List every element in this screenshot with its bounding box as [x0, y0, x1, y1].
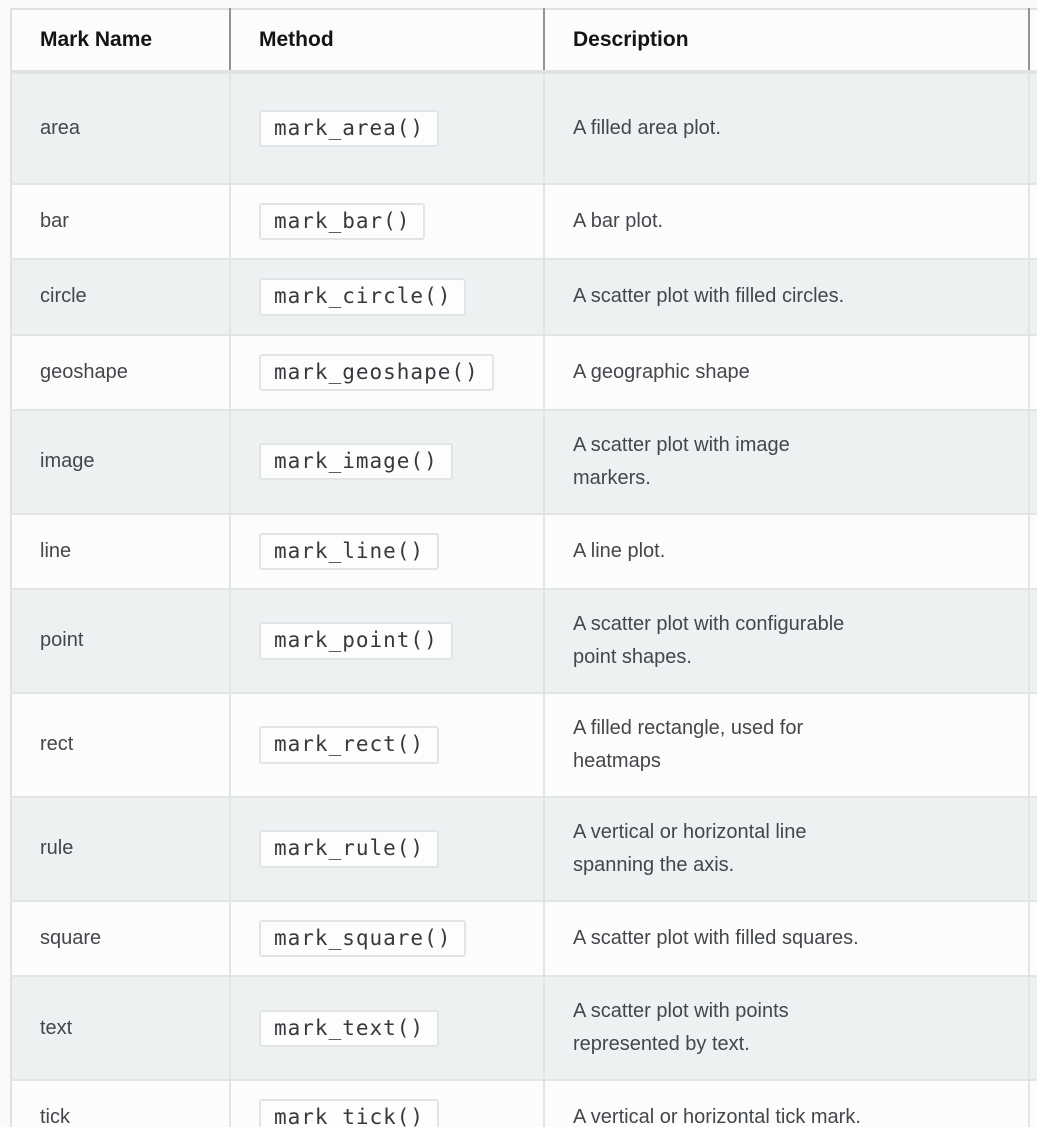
- method-cell: mark_image(): [229, 408, 544, 514]
- method-cell: mark_bar(): [229, 183, 544, 260]
- method-code-link[interactable]: mark_bar(): [259, 203, 426, 241]
- method-code-link[interactable]: mark_circle(): [259, 278, 467, 316]
- truncated-cell: [1028, 333, 1037, 410]
- truncated-cell: [1028, 975, 1037, 1081]
- truncated-cell: [1028, 899, 1037, 977]
- table-row: rule mark_rule() A vertical or horizonta…: [11, 795, 1037, 901]
- description-cell: A filled area plot.: [543, 70, 1029, 185]
- truncated-cell: [1028, 587, 1037, 693]
- description-cell: A bar plot.: [543, 183, 1029, 260]
- table-row: tick mark_tick() A vertical or horizonta…: [11, 1079, 1037, 1127]
- method-code-link[interactable]: mark_rule(): [259, 830, 440, 868]
- mark-name-cell: circle: [11, 258, 230, 335]
- truncated-cell: [1028, 795, 1037, 901]
- method-code-link[interactable]: mark_area(): [259, 110, 440, 148]
- description-cell: A filled rectangle, used for heatmaps: [543, 691, 1029, 797]
- method-code-link[interactable]: mark_point(): [259, 622, 453, 660]
- description-cell: A vertical or horizontal tick mark.: [543, 1079, 1029, 1127]
- method-cell: mark_point(): [229, 587, 544, 693]
- table-row: area mark_area() A filled area plot.: [11, 70, 1037, 185]
- table-row: circle mark_circle() A scatter plot with…: [11, 258, 1037, 335]
- table-body: area mark_area() A filled area plot. bar…: [11, 70, 1037, 1127]
- mark-name-cell: bar: [11, 183, 230, 260]
- method-cell: mark_line(): [229, 512, 544, 589]
- method-code-link[interactable]: mark_image(): [259, 443, 453, 481]
- table-row: square mark_square() A scatter plot with…: [11, 899, 1037, 977]
- truncated-cell: [1028, 512, 1037, 589]
- method-code-link[interactable]: mark_text(): [259, 1009, 440, 1047]
- description-cell: A scatter plot with image markers.: [543, 408, 1029, 514]
- truncated-cell: [1028, 258, 1037, 335]
- table-row: line mark_line() A line plot.: [11, 512, 1037, 589]
- truncated-cell: [1028, 408, 1037, 514]
- method-cell: mark_area(): [229, 70, 544, 185]
- column-header-description: Description: [543, 9, 1029, 74]
- method-code-link[interactable]: mark_tick(): [259, 1099, 440, 1127]
- method-code-link[interactable]: mark_line(): [259, 532, 440, 570]
- truncated-cell: [1028, 183, 1037, 260]
- truncated-cell: [1028, 691, 1037, 797]
- description-cell: A scatter plot with filled squares.: [543, 899, 1029, 977]
- method-cell: mark_tick(): [229, 1079, 544, 1127]
- description-cell: A geographic shape: [543, 333, 1029, 410]
- description-cell: A scatter plot with filled circles.: [543, 258, 1029, 335]
- mark-name-cell: text: [11, 975, 230, 1081]
- column-header-truncated: [1028, 9, 1037, 74]
- header-row: Mark Name Method Description: [11, 9, 1037, 74]
- description-cell: A scatter plot with points represented b…: [543, 975, 1029, 1081]
- method-code-link[interactable]: mark_geoshape(): [259, 353, 494, 391]
- description-cell: A line plot.: [543, 512, 1029, 589]
- table-row: text mark_text() A scatter plot with poi…: [11, 975, 1037, 1081]
- mark-name-cell: square: [11, 899, 230, 977]
- description-cell: A vertical or horizontal line spanning t…: [543, 795, 1029, 901]
- method-cell: mark_square(): [229, 899, 544, 977]
- description-cell: A scatter plot with configurable point s…: [543, 587, 1029, 693]
- table-row: geoshape mark_geoshape() A geographic sh…: [11, 333, 1037, 410]
- column-header-method: Method: [229, 9, 544, 74]
- table-row: bar mark_bar() A bar plot.: [11, 183, 1037, 260]
- method-cell: mark_circle(): [229, 258, 544, 335]
- mark-name-cell: rule: [11, 795, 230, 901]
- table-row: point mark_point() A scatter plot with c…: [11, 587, 1037, 693]
- mark-name-cell: tick: [11, 1079, 230, 1127]
- mark-name-cell: area: [11, 70, 230, 185]
- mark-name-cell: geoshape: [11, 333, 230, 410]
- method-cell: mark_geoshape(): [229, 333, 544, 410]
- method-code-link[interactable]: mark_square(): [259, 919, 467, 958]
- truncated-cell: [1028, 1079, 1037, 1127]
- method-cell: mark_text(): [229, 975, 544, 1081]
- table-row: rect mark_rect() A filled rectangle, use…: [11, 691, 1037, 797]
- method-code-link[interactable]: mark_rect(): [259, 726, 440, 764]
- column-header-mark-name: Mark Name: [11, 9, 230, 74]
- table-row: image mark_image() A scatter plot with i…: [11, 408, 1037, 514]
- mark-name-cell: image: [11, 408, 230, 514]
- method-cell: mark_rect(): [229, 691, 544, 797]
- table-header: Mark Name Method Description: [11, 9, 1037, 74]
- mark-name-cell: rect: [11, 691, 230, 797]
- method-cell: mark_rule(): [229, 795, 544, 901]
- mark-name-cell: line: [11, 512, 230, 589]
- mark-name-cell: point: [11, 587, 230, 693]
- truncated-cell: [1028, 70, 1037, 185]
- marks-table: Mark Name Method Description area mark_a…: [10, 8, 1037, 1127]
